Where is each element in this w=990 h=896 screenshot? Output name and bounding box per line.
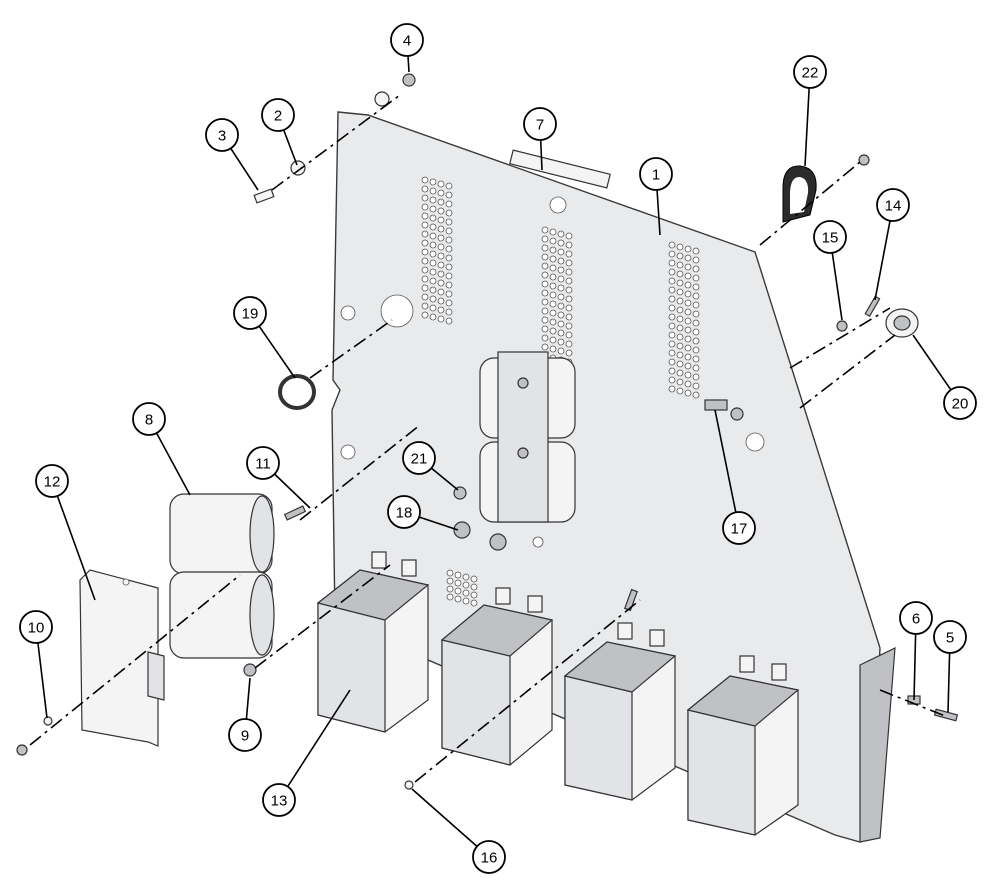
- callout-bubble: [228, 718, 262, 752]
- transformer-2: [440, 587, 554, 766]
- callout-18: 18: [387, 495, 459, 531]
- callout-bubble: [722, 511, 756, 545]
- callout-number: 11: [255, 456, 271, 473]
- callout-leader: [411, 788, 490, 858]
- callout-4: 4: [390, 23, 424, 73]
- capacitor-bracket: [79, 569, 165, 747]
- vent-holes-top-left: [421, 176, 453, 325]
- callout-bubble: [261, 98, 295, 132]
- callout-bubble: [390, 23, 424, 57]
- callout-bubble: [639, 157, 673, 191]
- callout-number: 14: [885, 198, 902, 215]
- callout-number: 5: [946, 630, 954, 647]
- callout-12: 12: [35, 464, 96, 601]
- vent-holes-bottom: [446, 569, 478, 607]
- callout-3: 3: [205, 118, 259, 191]
- callout-bubble: [943, 386, 977, 420]
- callout-17: 17: [714, 409, 756, 545]
- callout-number: 10: [28, 620, 45, 637]
- callout-bubble: [132, 402, 166, 436]
- callout-number: 12: [44, 474, 61, 491]
- callout-9: 9: [228, 677, 262, 752]
- callout-bubble: [933, 620, 967, 654]
- callout-15: 15: [813, 220, 847, 321]
- callout-20: 20: [912, 334, 977, 420]
- callout-number: 4: [403, 33, 411, 50]
- callout-number: 19: [242, 306, 259, 323]
- callout-number: 8: [145, 412, 153, 429]
- callout-number: 21: [411, 451, 428, 468]
- capacitor-lower: [169, 571, 275, 659]
- callout-leader: [51, 480, 96, 601]
- callout-number: 2: [274, 108, 282, 125]
- callout-13: 13: [262, 689, 351, 817]
- cable-clamp: [782, 165, 817, 223]
- callout-bubble: [876, 188, 910, 222]
- callout-bubble: [246, 446, 280, 480]
- callout-number: 9: [241, 728, 249, 745]
- callout-11: 11: [246, 446, 311, 509]
- callout-number: 20: [952, 396, 969, 413]
- callout-19: 19: [233, 296, 296, 379]
- callout-bubble: [472, 840, 506, 874]
- transformer-3: [563, 622, 677, 801]
- callout-2: 2: [261, 98, 298, 166]
- small-hardware: [16, 73, 959, 790]
- callout-5: 5: [933, 620, 967, 713]
- callout-bubble: [205, 118, 239, 152]
- callout-bubble: [899, 601, 933, 635]
- callout-number: 3: [218, 128, 226, 145]
- transformer-1: [316, 551, 430, 733]
- callout-bubble: [813, 220, 847, 254]
- callout-bubble: [523, 107, 557, 141]
- callout-16: 16: [411, 788, 506, 874]
- callout-leader: [278, 689, 351, 801]
- callout-bubble: [233, 296, 267, 330]
- callout-bubble: [19, 610, 53, 644]
- callout-bubble: [793, 55, 827, 89]
- capacitor-upper: [169, 493, 275, 575]
- callout-number: 16: [481, 850, 498, 867]
- callout-14: 14: [874, 188, 910, 301]
- callout-number: 22: [802, 65, 819, 82]
- callout-7: 7: [523, 107, 557, 171]
- callout-number: 13: [271, 793, 288, 810]
- callout-21: 21: [402, 441, 459, 491]
- callout-number: 17: [731, 521, 748, 538]
- callout-leader: [714, 409, 740, 529]
- callout-6: 6: [899, 601, 933, 701]
- grommet-19: [278, 374, 316, 410]
- transformer-4: [686, 655, 800, 836]
- capacitor-pair-mounted: [479, 351, 576, 523]
- callout-bubble: [387, 495, 421, 529]
- vent-holes-top-right: [668, 241, 700, 399]
- callout-number: 6: [912, 611, 920, 628]
- callout-number: 7: [536, 117, 544, 134]
- callout-number: 18: [396, 505, 413, 522]
- callout-10: 10: [19, 610, 53, 719]
- callout-number: 1: [652, 167, 660, 184]
- callout-1: 1: [639, 157, 673, 236]
- callout-bubble: [35, 464, 69, 498]
- callout-number: 15: [822, 230, 839, 247]
- callout-8: 8: [132, 402, 191, 496]
- callout-bubble: [262, 783, 296, 817]
- assembly-lines: [29, 94, 946, 783]
- bushing-20: [885, 308, 919, 338]
- callout-bubble: [402, 441, 436, 475]
- callout-22: 22: [793, 55, 827, 167]
